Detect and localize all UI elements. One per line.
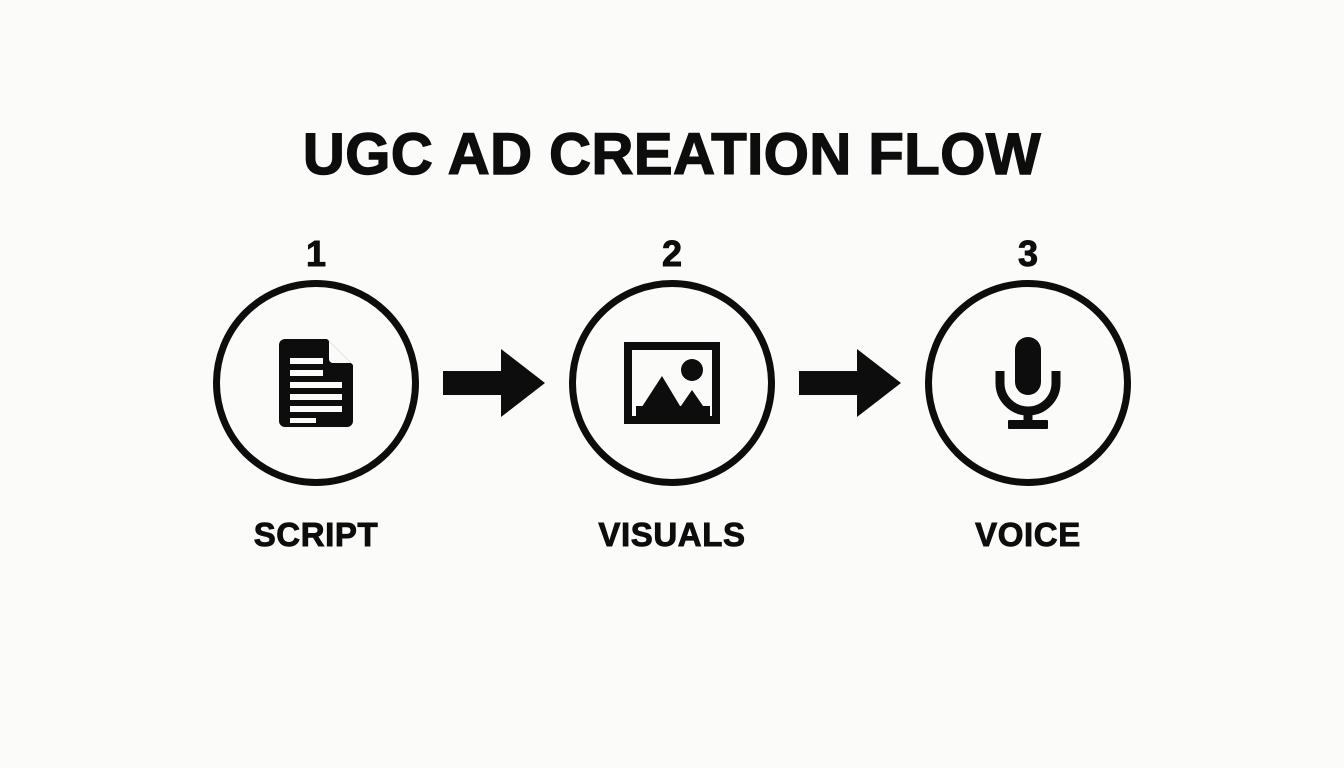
- arrow-right-icon: [443, 349, 545, 417]
- image-icon: [624, 342, 720, 424]
- step-circle-visuals[interactable]: [569, 280, 775, 486]
- step-label-voice: VOICE: [975, 516, 1081, 553]
- step-label-script: SCRIPT: [253, 516, 379, 553]
- step-number-2: 2: [661, 233, 683, 274]
- step-number-3: 3: [1017, 233, 1039, 274]
- microphone-icon: [994, 337, 1062, 429]
- flow-connector-1: [432, 236, 556, 486]
- flow-connector-2: [788, 236, 912, 486]
- flow-step-script[interactable]: 1: [200, 233, 432, 553]
- document-icon: [279, 339, 353, 427]
- step-label-visuals: VISUALS: [598, 516, 746, 553]
- step-circle-script[interactable]: [213, 280, 419, 486]
- step-number-1: 1: [305, 233, 327, 274]
- page-title: UGC AD CREATION FLOW: [302, 122, 1042, 187]
- step-circle-voice[interactable]: [925, 280, 1131, 486]
- flow-step-visuals[interactable]: 2 VISUALS: [556, 233, 788, 553]
- flow-row: 1: [0, 233, 1344, 553]
- flow-step-voice[interactable]: 3 VOICE: [912, 233, 1144, 553]
- arrow-right-icon: [799, 349, 901, 417]
